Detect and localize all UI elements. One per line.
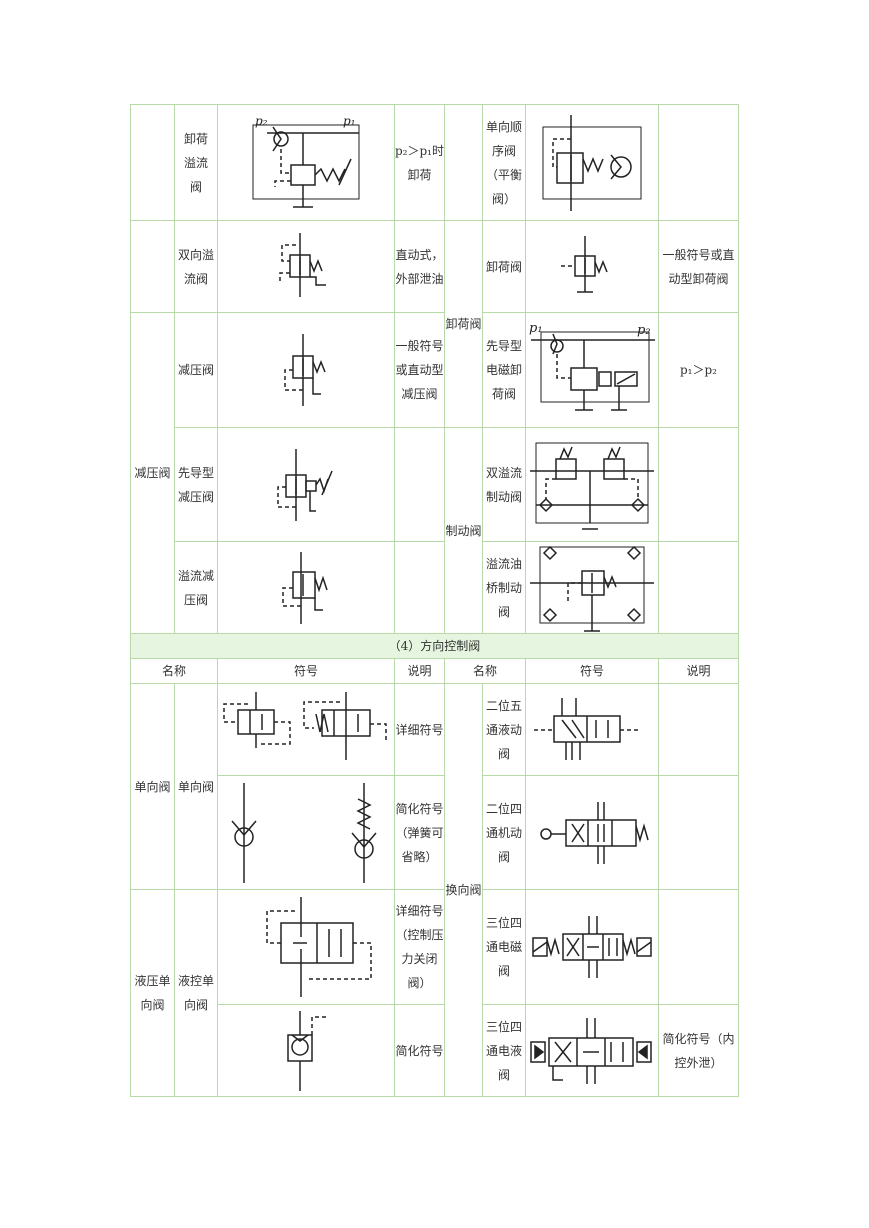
note-unload-valve: 一般符号或直动型卸荷阀 <box>658 220 739 313</box>
symbol-pilot-reducing-valve <box>217 427 395 542</box>
name-2-5-hydraulic-valve: 二位五通液动阀 <box>482 683 526 776</box>
section-title-direction-control: （4）方向控制阀 <box>130 633 739 659</box>
symbol-pilot-check-detail <box>217 889 395 1005</box>
symbol-2-4-mechanical-valve <box>525 775 659 890</box>
two-way-relief-symbol <box>266 227 346 307</box>
header-symbol-right: 符号 <box>525 658 659 684</box>
blank-cell <box>658 104 739 221</box>
svg-text:p₂: p₂ <box>255 114 268 128</box>
reducing-symbol <box>271 330 341 410</box>
name-relief-bridge-brake-valve: 溢流油桥制动阀 <box>482 541 526 634</box>
unload-symbol <box>557 232 627 302</box>
svg-text:p₁: p₁ <box>529 321 543 336</box>
symbol-double-relief-brake-valve <box>525 427 659 542</box>
unload-relief-symbol: p₂ p₁ <box>251 114 361 215</box>
name-pilot-solenoid-unload-valve: 先导型电磁卸荷阀 <box>482 312 526 428</box>
symbol-check-valve-detail <box>217 683 395 776</box>
note-reducing-valve: 一般符号或直动型减压阀 <box>394 312 445 428</box>
name-2-4-mechanical-valve: 二位四通机动阀 <box>482 775 526 890</box>
symbol-pilot-check-simple <box>217 1004 395 1097</box>
symbol-unload-relief-valve: p₂ p₁ <box>217 104 395 221</box>
name-check-sequence-valve: 单向顺序阀（平衡阀） <box>482 104 526 221</box>
note-3-4-electro-hydraulic-valve: 简化符号（内控外泄） <box>658 1004 739 1097</box>
blank-cell <box>394 541 445 634</box>
blank-cell <box>658 775 739 890</box>
dv-3-4-electro-hydraulic-symbol <box>529 1008 655 1094</box>
symbol-check-sequence-valve <box>525 104 659 221</box>
dv-2-5-hydraulic-symbol <box>532 690 652 770</box>
symbol-relief-reducing-valve <box>217 541 395 634</box>
blank-cell <box>444 104 483 221</box>
pilot-solenoid-unload-symbol: p₁ p₂ <box>529 321 657 420</box>
relief-reducing-symbol <box>271 548 341 628</box>
double-relief-brake-symbol <box>528 437 656 533</box>
name-two-way-relief-valve: 双向溢流阀 <box>174 220 218 313</box>
symbol-relief-bridge-brake-valve <box>525 541 659 634</box>
blank-cell <box>130 220 175 313</box>
header-symbol-left: 符号 <box>217 658 395 684</box>
symbol-reducing-valve <box>217 312 395 428</box>
name-unload-valve: 卸荷阀 <box>482 220 526 313</box>
dv-2-4-mechanical-symbol <box>532 788 652 878</box>
check-sequence-symbol <box>537 111 647 215</box>
blank-cell <box>658 427 739 542</box>
blank-cell <box>658 889 739 1005</box>
note-check-valve-simple: 简化符号（弹簧可省略） <box>394 775 445 890</box>
note-pilot-check-simple: 简化符号 <box>394 1004 445 1097</box>
symbol-pilot-solenoid-unload-valve: p₁ p₂ <box>525 312 659 428</box>
note-unload-relief-valve: p₂＞p₁时卸荷 <box>394 104 445 221</box>
group-directional-valve: 换向阀 <box>444 683 483 1097</box>
symbol-check-valve-simple <box>217 775 395 890</box>
name-3-4-electro-hydraulic-valve: 三位四通电液阀 <box>482 1004 526 1097</box>
svg-text:p₂: p₂ <box>637 323 651 338</box>
symbol-3-4-electro-hydraulic-valve <box>525 1004 659 1097</box>
name-relief-reducing-valve: 溢流减压阀 <box>174 541 218 634</box>
header-name-right: 名称 <box>444 658 526 684</box>
symbol-unload-valve <box>525 220 659 313</box>
name-double-relief-brake-valve: 双溢流制动阀 <box>482 427 526 542</box>
name-reducing-valve: 减压阀 <box>174 312 218 428</box>
note-check-valve-detail: 详细符号 <box>394 683 445 776</box>
name-pilot-operated-check-valve: 液控单向阀 <box>174 889 218 1097</box>
group-unload-valve: 卸荷阀 <box>444 220 483 428</box>
header-name-left: 名称 <box>130 658 218 684</box>
blank-cell <box>130 104 175 221</box>
name-check-valve: 单向阀 <box>174 683 218 890</box>
note-pilot-check-detail: 详细符号（控制压力关闭阀） <box>394 889 445 1005</box>
symbol-two-way-relief-valve <box>217 220 395 313</box>
symbol-2-5-hydraulic-valve <box>525 683 659 776</box>
name-pilot-reducing-valve: 先导型减压阀 <box>174 427 218 542</box>
blank-cell <box>658 683 739 776</box>
check-valve-detail-symbol <box>218 688 394 772</box>
header-desc-right: 说明 <box>658 658 739 684</box>
note-pilot-solenoid-unload-valve: p₁＞p₂ <box>658 312 739 428</box>
hydraulic-symbol-table: 卸荷溢流阀 p₂ p₁ <box>130 104 739 1097</box>
pilot-check-simple-symbol <box>266 1007 346 1095</box>
pilot-reducing-symbol <box>266 445 346 525</box>
blank-cell <box>394 427 445 542</box>
pilot-check-detail-symbol <box>231 893 381 1001</box>
header-desc-left: 说明 <box>394 658 445 684</box>
group-pilot-check-valve: 液压单向阀 <box>130 889 175 1097</box>
group-check-valve: 单向阀 <box>130 683 175 890</box>
note-two-way-relief-valve: 直动式，外部泄油 <box>394 220 445 313</box>
relief-bridge-brake-symbol <box>528 543 656 633</box>
svg-text:p₁: p₁ <box>343 114 356 128</box>
blank-cell <box>658 541 739 634</box>
name-3-4-solenoid-valve: 三位四通电磁阀 <box>482 889 526 1005</box>
dv-3-4-solenoid-symbol <box>529 902 655 992</box>
name-unload-relief-valve: 卸荷溢流阀 <box>174 104 218 221</box>
group-brake-valve: 制动阀 <box>444 427 483 634</box>
check-valve-simple-symbol <box>218 779 394 887</box>
symbol-3-4-solenoid-valve <box>525 889 659 1005</box>
group-pressure-reducing-valve: 减压阀 <box>130 312 175 634</box>
